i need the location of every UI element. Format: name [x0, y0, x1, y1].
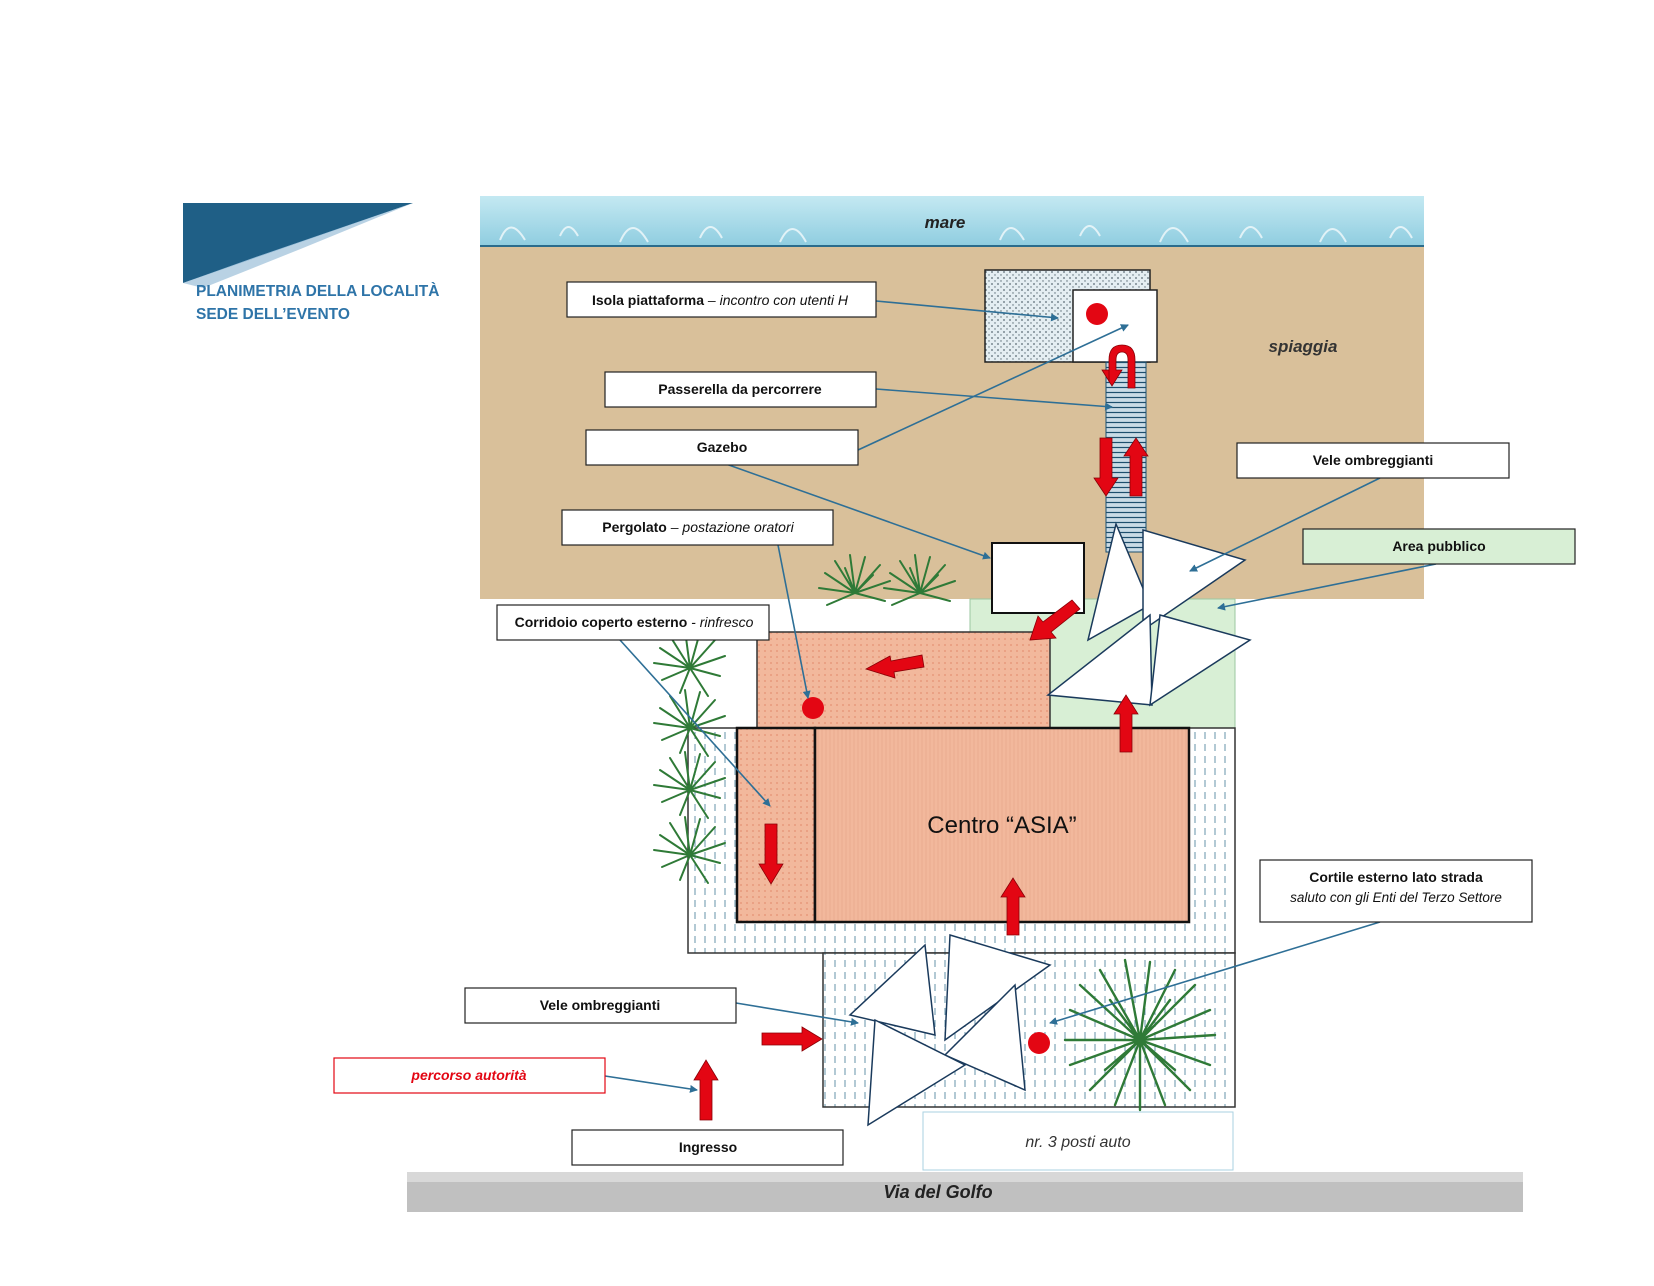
callout-gazebo: Gazebo [585, 429, 859, 466]
point-island [1086, 303, 1108, 325]
route-arrows [693, 344, 1149, 1121]
page-title-line2: SEDE DELL’EVENTO [196, 306, 350, 323]
callout-passerella-text: Passerella da percorrere [658, 381, 822, 397]
callout-cortile: Cortile esterno lato strada saluto con g… [1259, 859, 1533, 923]
callout-ingresso-text: Ingresso [679, 1139, 737, 1155]
plants [653, 554, 1217, 1112]
building-label: Centro “ASIA” [927, 812, 1076, 839]
callout-pergolato: Pergolato – postazione oratori [561, 509, 834, 546]
street-via-del-golfo: Via del Golfo [407, 1172, 1523, 1212]
callout-corridoio-italic: - rinfresco [687, 614, 753, 630]
callout-isola-italic: – incontro con utenti H [704, 292, 849, 308]
arrow-up-walkway [1123, 437, 1149, 497]
arrow-up-building [1000, 877, 1026, 936]
callout-isola-bold: Isola piattaforma [592, 292, 704, 308]
callout-cortile-line2: saluto con gli Enti del Terzo Settore [1290, 890, 1502, 905]
sea-area: mare [480, 196, 1424, 247]
parking-area: nr. 3 posti auto [922, 1111, 1234, 1171]
street-label: Via del Golfo [883, 1182, 992, 1202]
callout-vele-bottom-text: Vele ombreggianti [540, 997, 661, 1013]
svg-text:Isola piattaforma – incontro c: Isola piattaforma – incontro con utenti … [592, 292, 849, 308]
callout-corridoio: Corridoio coperto esterno - rinfresco [496, 604, 770, 641]
beach-label: spiaggia [1269, 337, 1338, 356]
callout-isola: Isola piattaforma – incontro con utenti … [566, 281, 877, 318]
building-centro-asia: Centro “ASIA” [813, 726, 1191, 924]
callout-ingresso: Ingresso [571, 1129, 844, 1166]
arrow-left-corridor [864, 654, 925, 679]
callout-pergolato-bold: Pergolato [602, 519, 667, 535]
callout-vele-bottom: Vele ombreggianti [464, 987, 737, 1024]
callout-lines [604, 300, 1437, 1093]
point-pergolato [802, 697, 824, 719]
callout-passerella: Passerella da percorrere [604, 371, 877, 408]
svg-text:Pergolato – postazione oratori: Pergolato – postazione oratori [602, 519, 794, 535]
arrow-right-courtyard [761, 1026, 823, 1052]
callout-vele-top: Vele ombreggianti [1236, 442, 1510, 479]
shade-sails-top [1046, 521, 1252, 707]
header-logo [183, 203, 413, 288]
parking-label: nr. 3 posti auto [1025, 1134, 1130, 1151]
gazebo [991, 542, 1085, 614]
page-title-line1: PLANIMETRIA DELLA LOCALITÀ [196, 283, 440, 300]
callout-area-pubblico-text: Area pubblico [1392, 538, 1485, 554]
callout-pergolato-italic: – postazione oratori [667, 519, 795, 535]
arrow-uturn-island [1101, 344, 1136, 389]
callout-cortile-line1: Cortile esterno lato strada [1309, 869, 1483, 885]
shade-sails-bottom [848, 934, 1052, 1127]
callout-corridoio-bold: Corridoio coperto esterno [515, 614, 688, 630]
callout-gazebo-text: Gazebo [697, 439, 748, 455]
callout-area-pubblico: Area pubblico [1302, 528, 1576, 565]
callout-percorso-text: percorso autorità [410, 1067, 526, 1083]
arrow-down-walkway [1093, 437, 1119, 497]
arrow-up-entrance [693, 1059, 719, 1121]
callout-vele-top-text: Vele ombreggianti [1313, 452, 1434, 468]
point-cortile [1028, 1032, 1050, 1054]
arrow-up-public [1113, 694, 1139, 753]
corridor-top [756, 631, 1051, 731]
page-title: PLANIMETRIA DELLA LOCALITÀ SEDE DELL’EVE… [196, 280, 439, 326]
sea-label: mare [925, 213, 966, 232]
svg-text:Corridoio coperto esterno - ri: Corridoio coperto esterno - rinfresco [515, 614, 754, 630]
callout-percorso: percorso autorità [333, 1057, 606, 1094]
arrow-down-left-corridor [758, 823, 784, 885]
arrow-gazebo-diagonal [1029, 599, 1081, 641]
